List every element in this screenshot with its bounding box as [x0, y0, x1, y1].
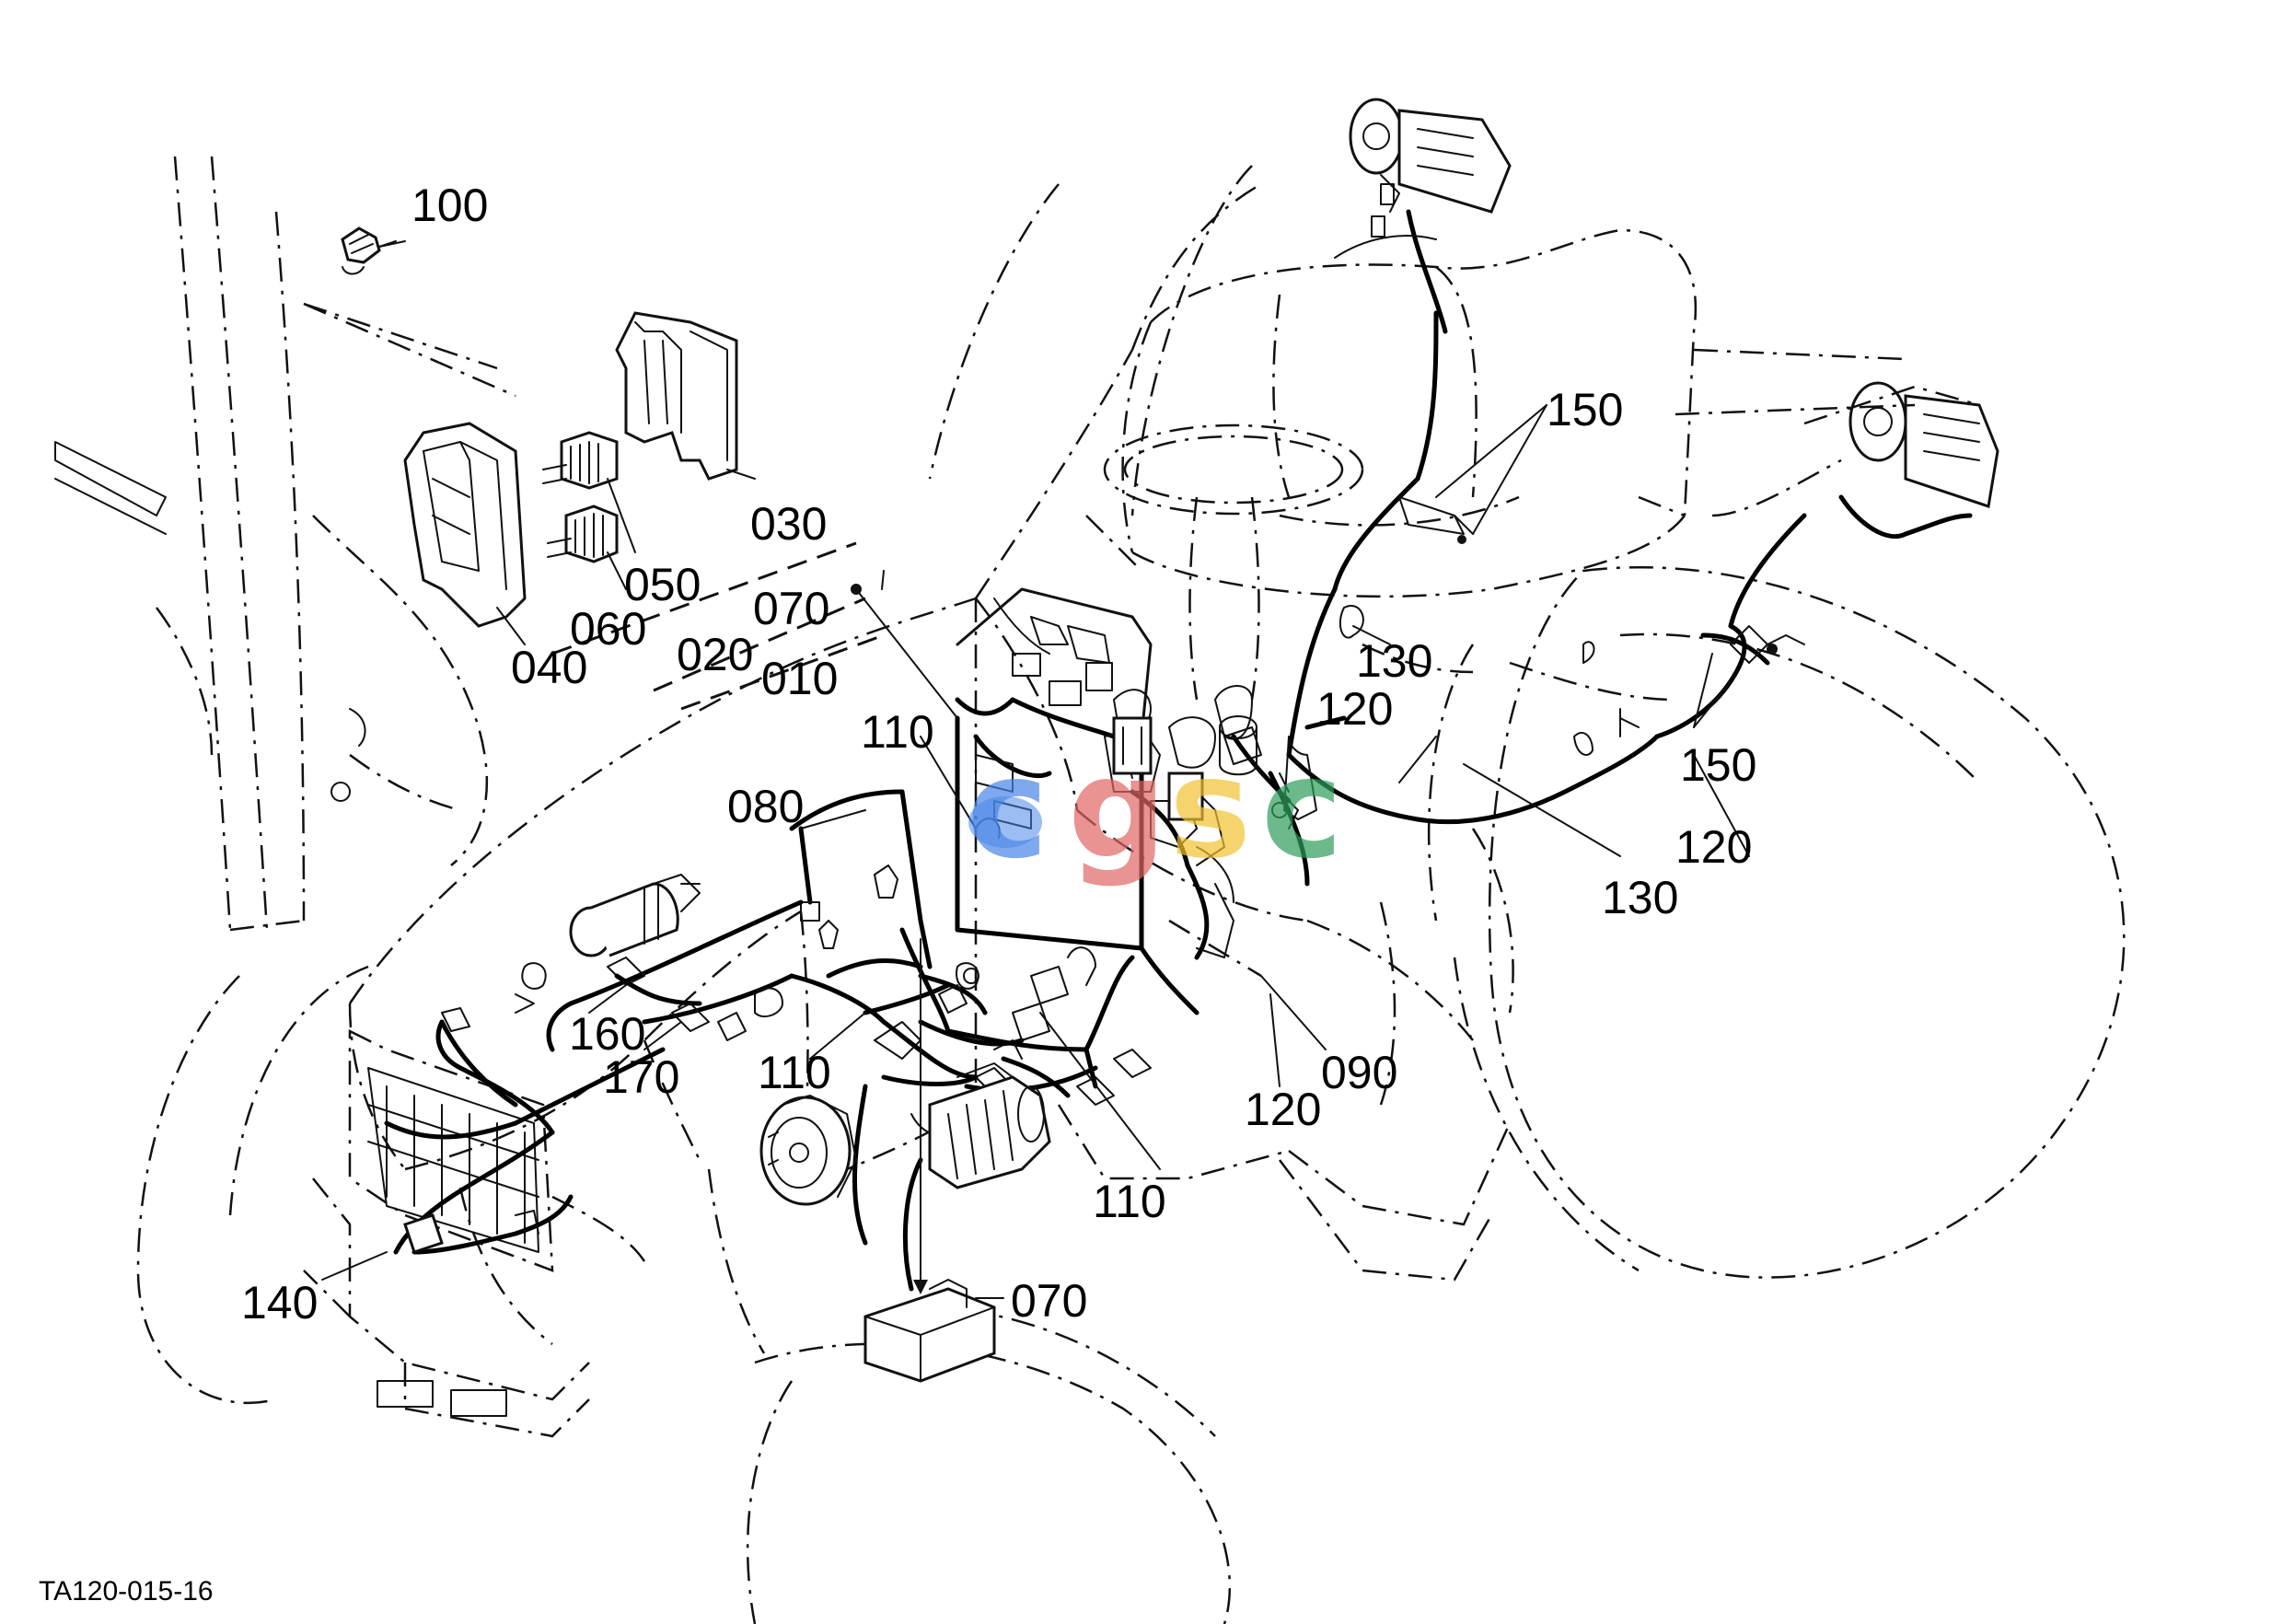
callout-150-upper: 150: [1547, 384, 1623, 435]
alternator: [759, 1095, 857, 1206]
rear-harness: [1286, 310, 1805, 825]
watermark-letter-2: g: [1068, 729, 1166, 889]
rear-right-tire: [1427, 565, 2126, 1279]
callout-100: 100: [411, 180, 488, 231]
center-components: [1112, 715, 1317, 903]
right-rear-work-light: [1711, 381, 1999, 629]
steering-wheel: [1085, 423, 1364, 701]
callout-110-lower: 110: [1093, 1176, 1166, 1227]
part-030-fuse-cover: [615, 311, 738, 481]
callout-170: 170: [603, 1051, 679, 1103]
rops-frame: [54, 156, 516, 932]
callout-080: 080: [727, 781, 804, 832]
sensors-170: [671, 818, 1001, 1041]
part-050-relay: [542, 431, 619, 490]
fuel-pump: [515, 874, 702, 1014]
callout-070-lower: 070: [1011, 1275, 1087, 1327]
callout-050: 050: [624, 559, 701, 610]
watermark: c g s c: [967, 729, 1343, 889]
drawing-code: TA120-015-16: [39, 1576, 214, 1607]
starter-motor: [928, 1062, 1051, 1189]
dashboard-harness: [955, 587, 1310, 1015]
rear-left-tire: [928, 165, 1253, 516]
callout-110-middle: 110: [758, 1047, 831, 1098]
callout-150-lower: 150: [1680, 739, 1756, 791]
part-060-relay: [547, 505, 619, 563]
callout-060: 060: [570, 603, 646, 655]
part-100-grommet: [341, 226, 397, 275]
callout-130-lower: 130: [1602, 872, 1678, 923]
callout-120-right: 120: [1675, 821, 1752, 873]
callout-110-upper: 110: [861, 706, 934, 758]
leader-lines: [321, 240, 1750, 1299]
callout-120-lower: 120: [1245, 1084, 1321, 1135]
misc-frame: [974, 182, 1916, 1106]
part-040-fuse-box: [403, 422, 527, 628]
operator-seat: [1121, 228, 1698, 598]
callout-030: 030: [750, 498, 827, 550]
engine-harness: [384, 789, 1152, 1292]
left-rear-work-light: [1334, 98, 1512, 334]
callout-010: 010: [761, 653, 838, 704]
callout-070-upper: 070: [753, 583, 829, 634]
callout-020: 020: [677, 629, 753, 680]
callout-120-upper: 120: [1316, 683, 1393, 735]
watermark-letter-4: c: [1261, 729, 1343, 889]
callout-090: 090: [1321, 1047, 1397, 1098]
callout-130-upper: 130: [1356, 635, 1432, 687]
callout-140: 140: [241, 1277, 318, 1328]
callouts: 100 030 050 040 060 070 020 010 150 130 …: [241, 180, 1756, 1328]
front-left-tire: [136, 965, 369, 1405]
hood-body: [348, 597, 1512, 1354]
callout-160: 160: [569, 1008, 645, 1060]
watermark-letter-1: c: [967, 729, 1049, 889]
headlight-harness: [393, 1019, 574, 1255]
callout-040: 040: [511, 642, 587, 693]
watermark-letter-3: s: [1169, 729, 1251, 889]
part-070-flasher: [863, 1279, 996, 1383]
front-right-tire: [746, 1305, 1231, 1624]
